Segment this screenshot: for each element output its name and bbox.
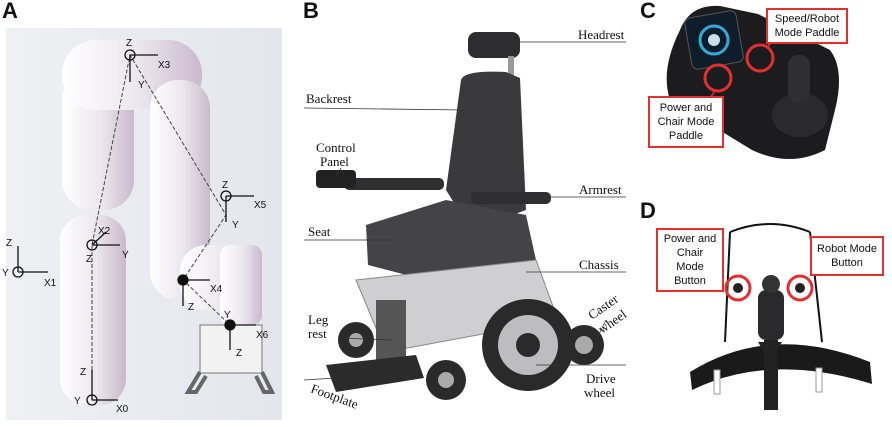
svg-text:Z: Z — [126, 38, 132, 49]
panel-a-label: A — [2, 0, 18, 23]
svg-text:X2: X2 — [98, 226, 111, 237]
svg-text:Y: Y — [74, 396, 81, 407]
backrest — [446, 71, 526, 231]
svg-text:X4: X4 — [210, 284, 223, 295]
joystick-stick — [788, 55, 810, 103]
arm-fore-link — [150, 80, 210, 300]
frame-x1 — [12, 246, 48, 278]
svg-text:Chassis: Chassis — [579, 257, 619, 272]
robot-button-highlight — [786, 274, 814, 302]
speed-robot-mode-paddle-label: Speed/Robot Mode Paddle — [766, 8, 848, 44]
robot-arm-diagram: Z Y X0 Z Y X1 X2 Z Y Z X3 Y X4 Z Z X5 Y … — [2, 28, 282, 420]
armrest-right — [471, 192, 551, 204]
head-strap — [690, 344, 872, 390]
svg-text:Z: Z — [222, 180, 228, 191]
svg-text:Y: Y — [2, 268, 9, 279]
arm-base-link — [60, 215, 126, 405]
control-panel — [316, 170, 356, 188]
svg-text:Headrest: Headrest — [578, 27, 625, 42]
seat — [366, 200, 536, 280]
svg-text:X5: X5 — [254, 200, 267, 211]
head-frame-arc — [729, 223, 811, 233]
svg-text:Control: Control — [316, 140, 356, 155]
svg-text:Panel: Panel — [320, 154, 349, 169]
svg-text:Z: Z — [80, 367, 86, 378]
svg-text:Z: Z — [6, 238, 12, 249]
svg-text:rest: rest — [308, 326, 327, 341]
power-chair-mode-paddle-label: Power and Chair Mode Paddle — [648, 96, 724, 148]
frame-x6 — [224, 319, 256, 350]
leg-rest — [376, 300, 406, 360]
frame-x4 — [177, 274, 210, 306]
center-unit — [758, 290, 784, 340]
panel-b-label: B — [303, 0, 319, 23]
caster-wheel — [564, 325, 604, 365]
svg-text:Z: Z — [86, 254, 92, 265]
armrest-left — [344, 178, 444, 190]
frame-x0 — [86, 370, 118, 406]
frame-x3 — [124, 49, 158, 82]
power-button-highlight — [724, 274, 752, 302]
svg-text:Y: Y — [138, 80, 145, 91]
panel-c-label: C — [640, 0, 656, 23]
robot-mode-button-label: Robot Mode Button — [810, 236, 884, 276]
svg-text:X0: X0 — [116, 404, 129, 415]
svg-text:Y: Y — [122, 250, 129, 261]
svg-text:X3: X3 — [158, 60, 171, 71]
drive-wheel — [482, 299, 574, 391]
svg-text:Y: Y — [232, 220, 239, 231]
headrest — [468, 32, 520, 58]
head-array-device — [690, 223, 872, 410]
svg-text:X1: X1 — [44, 278, 57, 289]
svg-text:Drive: Drive — [586, 371, 616, 386]
svg-text:Z: Z — [236, 348, 242, 359]
joystick-base — [772, 93, 828, 137]
svg-text:Y: Y — [224, 310, 231, 321]
svg-text:Armrest: Armrest — [579, 182, 622, 197]
svg-text:Backrest: Backrest — [306, 91, 352, 106]
panel-d-label: D — [640, 198, 656, 223]
power-paddle-highlight — [703, 63, 733, 93]
svg-text:X6: X6 — [256, 330, 269, 341]
front-wheel — [338, 322, 466, 400]
frame-x2 — [86, 231, 120, 251]
svg-text:Z: Z — [188, 302, 194, 313]
gripper-body — [199, 324, 263, 374]
svg-text:Leg: Leg — [308, 312, 329, 327]
power-chair-mode-button-label: Power and Chair Mode Button — [656, 228, 724, 292]
speed-paddle-highlight — [745, 43, 775, 73]
wheelchair-diagram: Headrest Backrest Control Panel Armrest … — [303, 27, 629, 412]
svg-text:Seat: Seat — [308, 224, 331, 239]
frame-x5 — [220, 190, 254, 222]
svg-text:wheel: wheel — [584, 385, 615, 400]
footplate — [326, 355, 424, 392]
